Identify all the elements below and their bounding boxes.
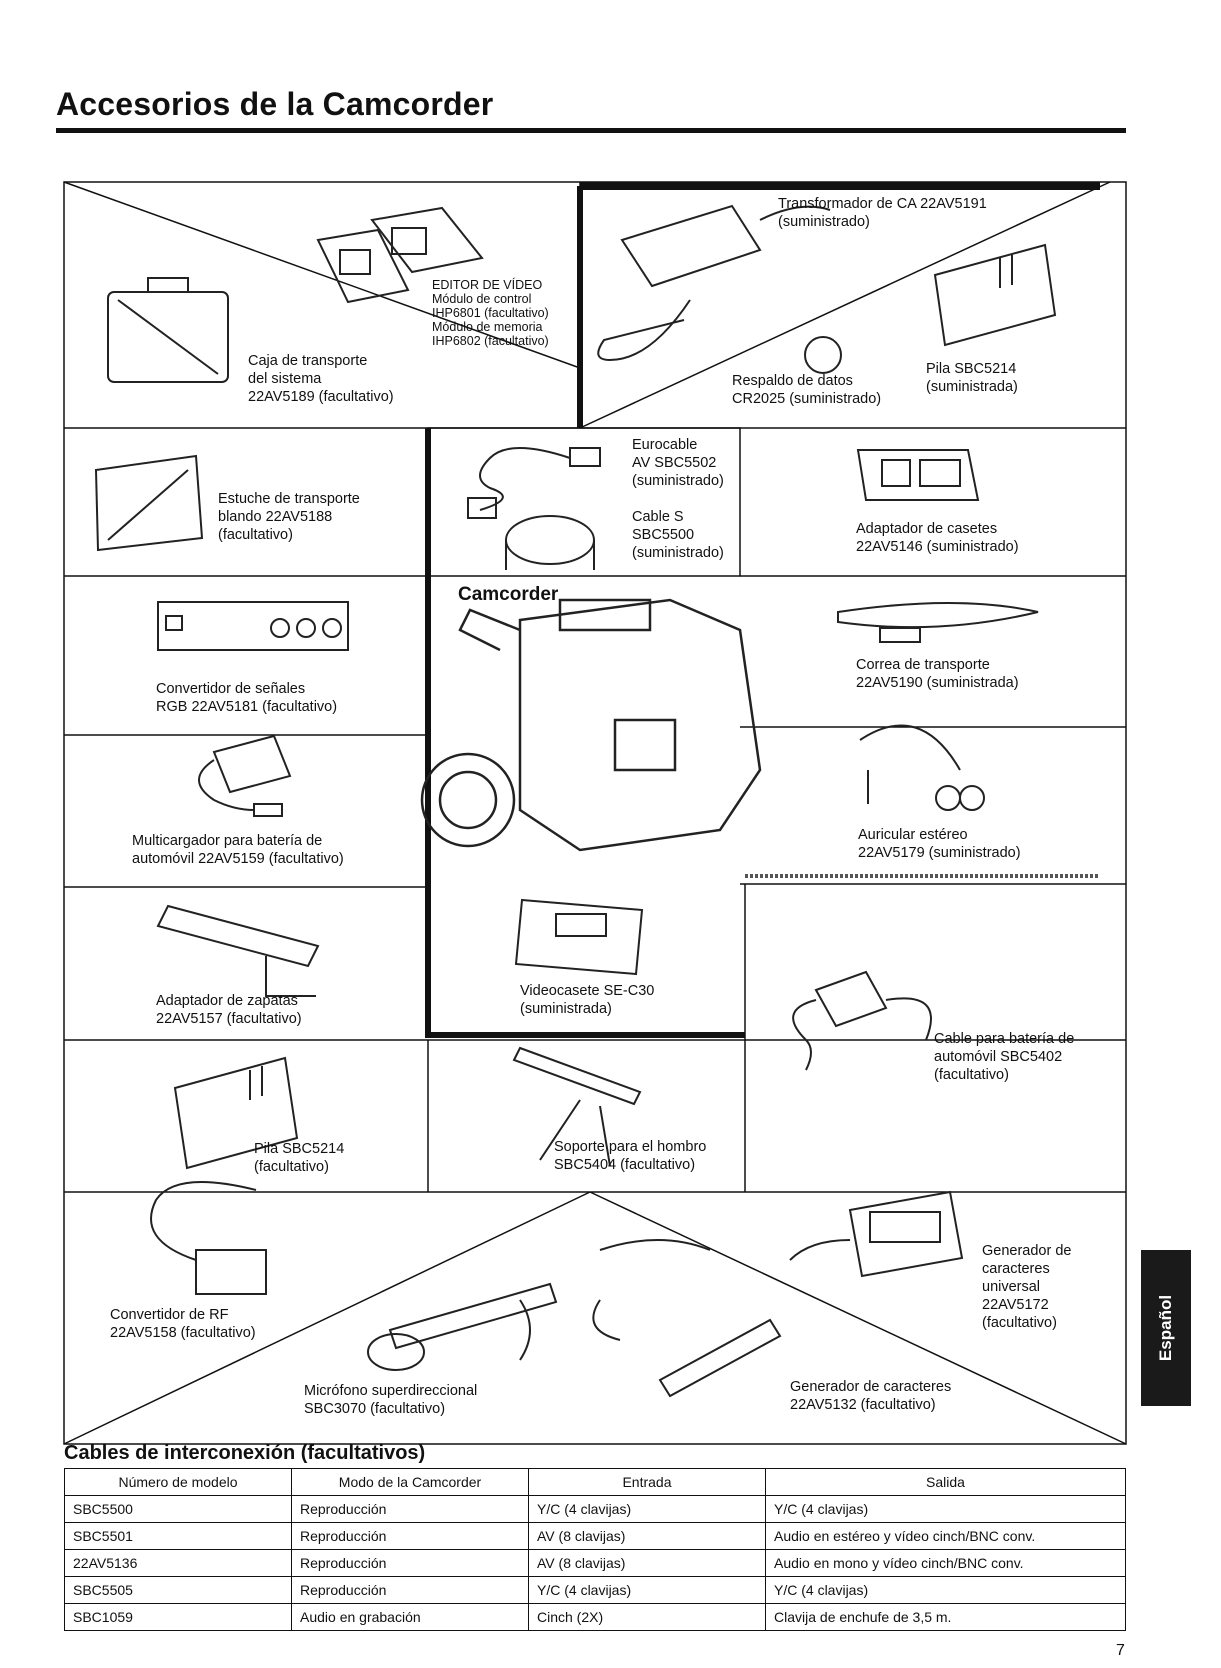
- cell-model: 22AV5136: [64, 1549, 292, 1577]
- label-earphone: Auricular estéreo 22AV5179 (suministrado…: [858, 827, 1021, 861]
- label-carry-strap: Correa de transporte 22AV5190 (suministr…: [856, 657, 1019, 691]
- cell-mode: Reproducción: [291, 1576, 529, 1604]
- col-model: Número de modelo: [64, 1468, 292, 1496]
- label-battery-supplied: Pila SBC5214 (suministrada): [926, 361, 1018, 395]
- char-gen-universal-icon: [789, 1190, 964, 1278]
- label-char-gen-universal: Generador de caracteres universal 22AV51…: [982, 1243, 1072, 1331]
- cell-input: Y/C (4 clavijas): [528, 1495, 766, 1523]
- cell-mode: Reproducción: [291, 1549, 529, 1577]
- eurocable-icon: [467, 447, 601, 519]
- shoulder-support-icon: [512, 1046, 642, 1167]
- label-shoulder-support: Soporte para el hombro SBC5404 (facultat…: [554, 1139, 707, 1173]
- battery-optional-icon: [173, 1056, 299, 1170]
- label-eurocable: Eurocable AV SBC5502 (suministrado): [632, 437, 724, 489]
- language-tab: Español: [1141, 1250, 1191, 1406]
- table-row: 22AV5136 Reproducción AV (8 clavijas) Au…: [64, 1549, 1126, 1577]
- cell-model: SBC5501: [64, 1522, 292, 1550]
- page-title: Accesorios de la Camcorder: [56, 86, 494, 122]
- videocassette-icon: [514, 898, 644, 976]
- cell-input: AV (8 clavijas): [528, 1522, 766, 1550]
- battery-supplied-icon: [933, 243, 1057, 347]
- cell-mode: Reproducción: [291, 1522, 529, 1550]
- language-tab-label: Español: [1156, 1294, 1175, 1362]
- table-row: SBC1059 Audio en grabación Cinch (2X) Cl…: [64, 1603, 1126, 1631]
- cell-input: Y/C (4 clavijas): [528, 1576, 766, 1604]
- cables-title: Cables de interconexión (facultativos): [64, 1442, 426, 1464]
- col-input: Entrada: [528, 1468, 766, 1496]
- label-system-case: Caja de transporte del sistema 22AV5189 …: [248, 353, 394, 405]
- label-car-battery-cable: Cable para batería de automóvil SBC5402 …: [934, 1031, 1075, 1083]
- label-microphone: Micrófono superdireccional SBC3070 (facu…: [304, 1383, 478, 1417]
- system-case-icon: [107, 277, 229, 383]
- carry-strap-icon: [837, 602, 1039, 643]
- cables-table: Número de modelo Modo de la Camcorder En…: [64, 1468, 1126, 1631]
- cell-mode: Reproducción: [291, 1495, 529, 1523]
- cell-input: Cinch (2X): [528, 1603, 766, 1631]
- label-ac-adapter: Transformador de CA 22AV5191 (suministra…: [778, 196, 987, 230]
- label-car-charger: Multicargador para batería de automóvil …: [132, 833, 344, 867]
- cell-model: SBC1059: [64, 1603, 292, 1631]
- camcorder-label: Camcorder: [458, 584, 559, 605]
- label-battery-optional: Pila SBC5214 (facultativo): [254, 1141, 345, 1175]
- earphone-icon: [859, 724, 985, 811]
- label-cassette-adapter: Adaptador de casetes 22AV5146 (suministr…: [856, 521, 1019, 555]
- cables-header-row: Número de modelo Modo de la Camcorder En…: [64, 1468, 1126, 1496]
- data-backup-icon: [804, 336, 842, 374]
- cell-model: SBC5500: [64, 1495, 292, 1523]
- soft-case-icon: [94, 454, 204, 552]
- cell-output: Y/C (4 clavijas): [765, 1576, 1126, 1604]
- label-video-editor: EDITOR DE VÍDEO Módulo de control IHP680…: [432, 278, 549, 348]
- col-mode: Modo de la Camcorder: [291, 1468, 529, 1496]
- table-row: SBC5500 Reproducción Y/C (4 clavijas) Y/…: [64, 1495, 1126, 1523]
- title-rule: [56, 128, 1126, 133]
- label-rgb-converter: Convertidor de señales RGB 22AV5181 (fac…: [156, 681, 338, 715]
- cell-output: Audio en estéreo y vídeo cinch/BNC conv.: [765, 1522, 1126, 1550]
- table-row: SBC5505 Reproducción Y/C (4 clavijas) Y/…: [64, 1576, 1126, 1604]
- rgb-converter-icon: [157, 601, 349, 651]
- car-charger-icon: [198, 734, 292, 817]
- page-number: 7: [1116, 1642, 1125, 1659]
- col-output: Salida: [765, 1468, 1126, 1496]
- label-s-cable: Cable S SBC5500 (suministrado): [632, 509, 724, 561]
- cell-output: Audio en mono y vídeo cinch/BNC conv.: [765, 1549, 1126, 1577]
- cassette-adapter-icon: [856, 449, 980, 501]
- video-editor-icon: [316, 206, 484, 304]
- label-rf-converter: Convertidor de RF 22AV5158 (facultativo): [110, 1307, 256, 1341]
- ac-adapter-icon: [597, 204, 831, 362]
- label-data-backup: Respaldo de datos CR2025 (suministrado): [732, 373, 882, 407]
- car-battery-cable-icon: [792, 970, 932, 1071]
- cell-mode: Audio en grabación: [291, 1603, 529, 1631]
- cell-output: Y/C (4 clavijas): [765, 1495, 1126, 1523]
- label-shoe-adapter: Adaptador de zapatas 22AV5157 (facultati…: [156, 993, 302, 1027]
- cell-output: Clavija de enchufe de 3,5 m.: [765, 1603, 1126, 1631]
- table-row: SBC5501 Reproducción AV (8 clavijas) Aud…: [64, 1522, 1126, 1550]
- char-gen-icon: [592, 1239, 782, 1398]
- camcorder-frame: [425, 428, 745, 1038]
- s-cable-icon: [505, 515, 595, 570]
- cell-input: AV (8 clavijas): [528, 1549, 766, 1577]
- label-char-gen: Generador de caracteres 22AV5132 (facult…: [790, 1379, 952, 1413]
- rf-converter-icon: [150, 1181, 267, 1295]
- shoe-adapter-icon: [156, 904, 320, 997]
- cell-model: SBC5505: [64, 1576, 292, 1604]
- microphone-icon: [367, 1282, 558, 1371]
- label-videocassette: Videocasete SE-C30 (suministrada): [520, 983, 655, 1017]
- label-soft-case: Estuche de transporte blando 22AV5188 (f…: [218, 491, 360, 543]
- camcorder-icon: [420, 598, 762, 852]
